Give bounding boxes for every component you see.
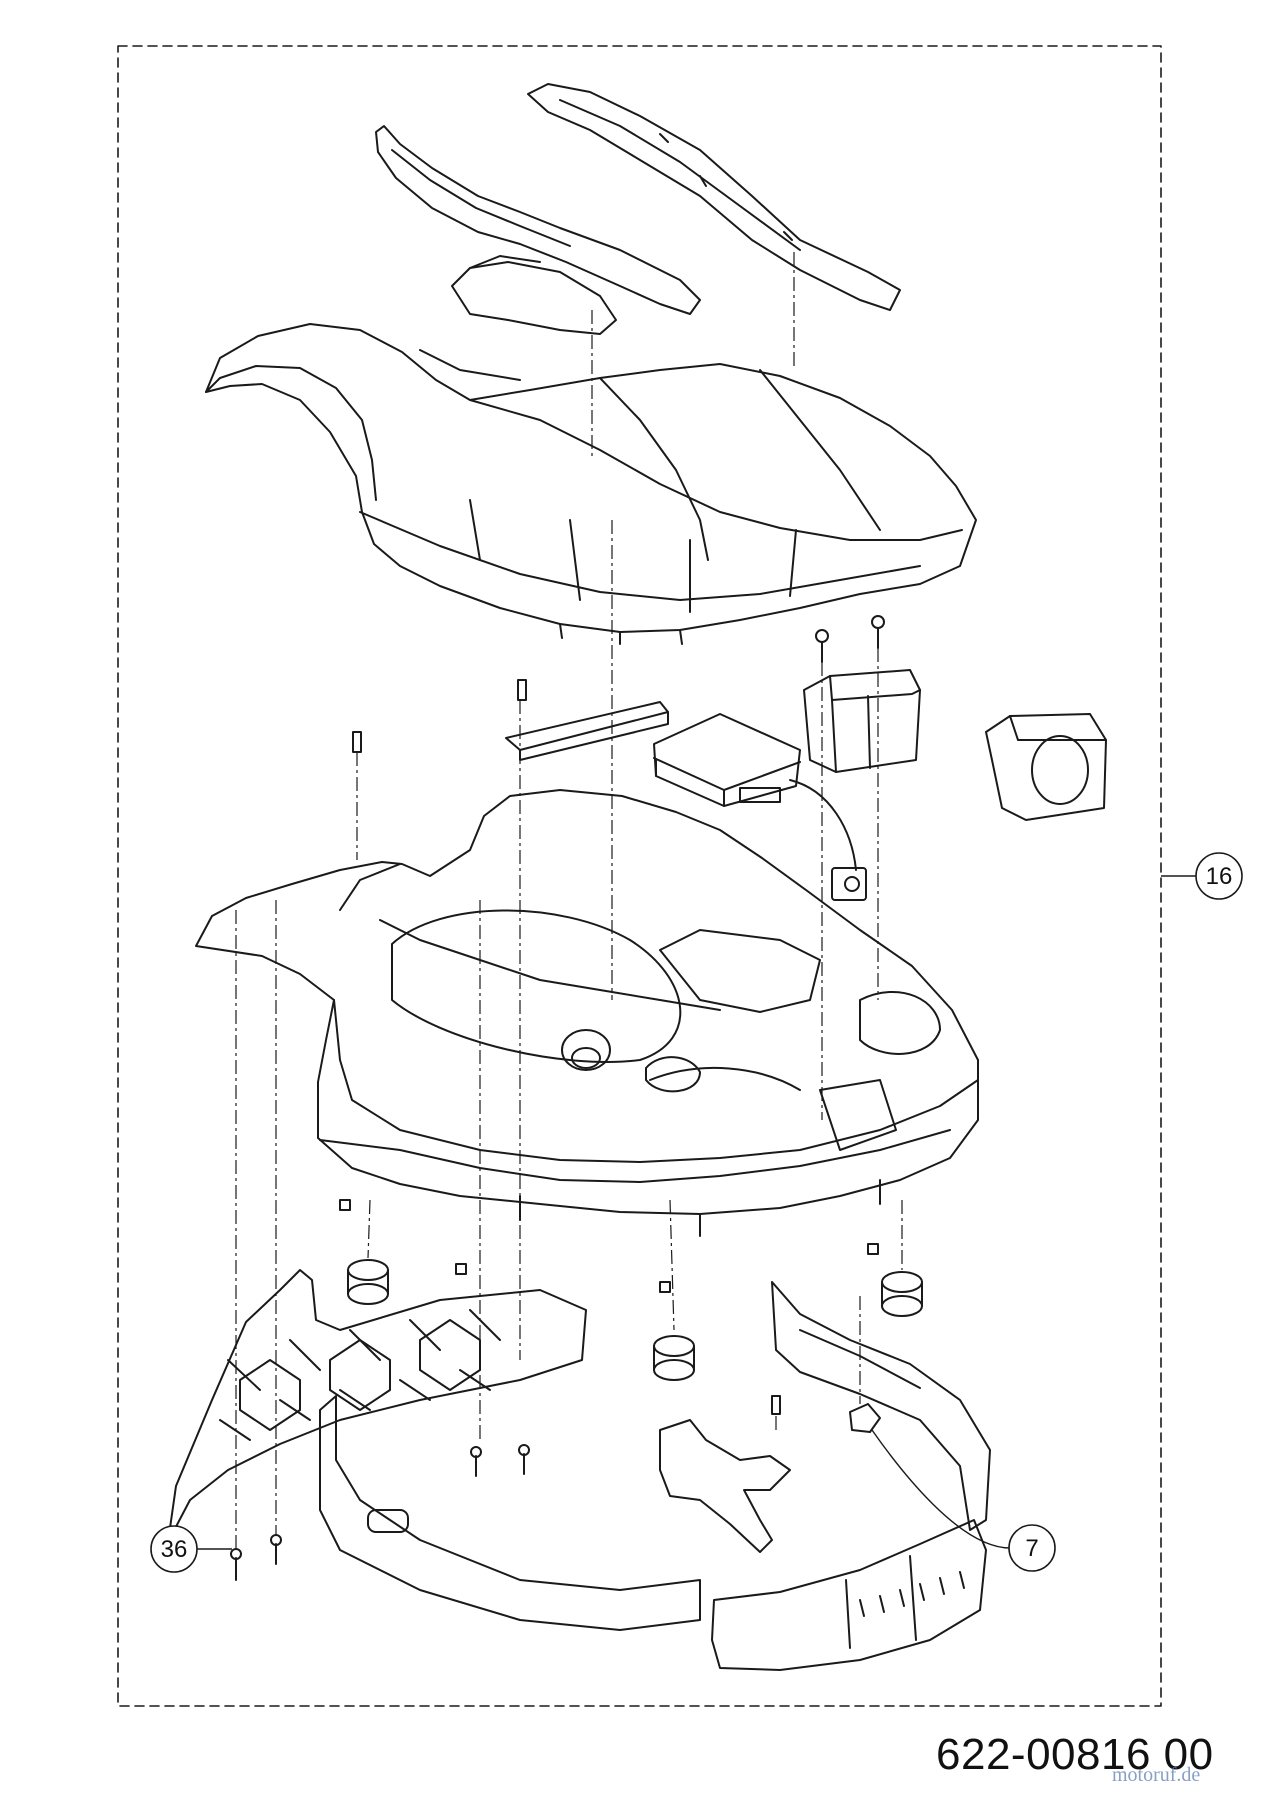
pin-center — [517, 679, 527, 701]
upper-body-shell — [205, 323, 977, 645]
rear-skirt — [711, 1519, 987, 1671]
side-skirt — [771, 1281, 991, 1531]
cable-connector — [789, 779, 867, 901]
contact-plate — [659, 1395, 791, 1553]
front-bumper — [167, 1269, 587, 1543]
svg-text:16: 16 — [1206, 863, 1233, 890]
handle-bar — [505, 701, 669, 761]
svg-text:7: 7 — [1025, 1535, 1038, 1562]
leader-lines — [196, 875, 1196, 1550]
watermark: motoruf.de — [1112, 1764, 1201, 1786]
clip-part — [849, 1403, 881, 1433]
wheel-hubs — [347, 1259, 923, 1381]
callout-16: 16 — [1195, 852, 1243, 900]
drawing-number: 622-00816 00 — [936, 1730, 1214, 1779]
lower-housing — [195, 789, 979, 1293]
assembly-boundary — [117, 45, 1162, 1707]
top-screws — [815, 615, 885, 663]
button-cover — [985, 713, 1107, 821]
front-skirt — [319, 1395, 701, 1631]
callout-7: 7 — [1008, 1524, 1056, 1572]
controller-board — [653, 713, 801, 807]
rear-trim-strip — [375, 125, 701, 335]
pin-left — [352, 731, 362, 753]
svg-text:36: 36 — [161, 1536, 188, 1563]
assembly-lines — [235, 252, 903, 1550]
top-trim-strip — [527, 83, 901, 311]
callout-36: 36 — [150, 1525, 198, 1573]
battery-pack — [803, 669, 921, 773]
